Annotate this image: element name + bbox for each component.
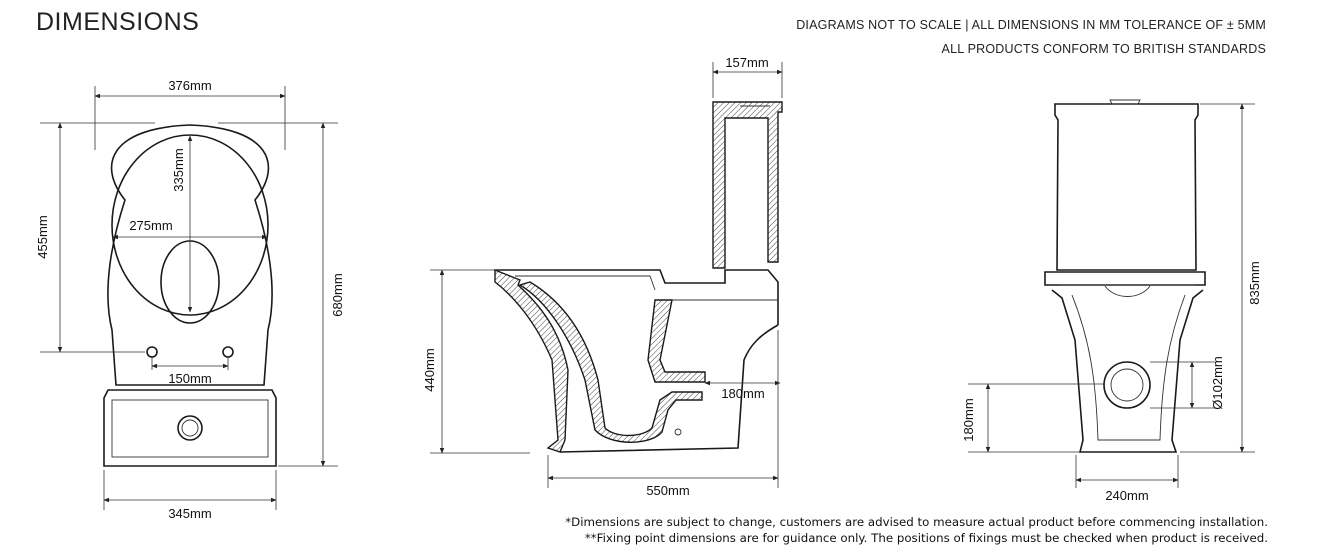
dim-outlet-height-front: 180mm — [961, 398, 976, 441]
dim-overall-length: 680mm — [330, 273, 345, 316]
fixing-hole-right — [222, 346, 234, 358]
front-view-cistern — [1054, 103, 1199, 271]
dim-fixing-centres: 150mm — [168, 371, 211, 386]
dim-front-base-width: 240mm — [1105, 488, 1148, 503]
footnote-fixings: **Fixing point dimensions are for guidan… — [584, 531, 1268, 545]
footnote-dimensions: *Dimensions are subject to change, custo… — [565, 515, 1268, 529]
side-view-pan-wall — [494, 268, 569, 453]
dim-outlet-diameter: Ø102mm — [1210, 356, 1225, 409]
flush-button — [177, 415, 203, 441]
tolerance-note: DIAGRAMS NOT TO SCALE | ALL DIMENSIONS I… — [796, 18, 1266, 32]
dim-overall-width: 376mm — [168, 78, 211, 93]
dim-seat-height: 440mm — [422, 348, 437, 391]
dim-overall-depth: 550mm — [646, 483, 689, 498]
dim-outlet-height-side: 180mm — [721, 386, 764, 401]
side-view: 157mm 440mm 180mm 550mm — [422, 55, 783, 498]
front-view: 835mm Ø102mm 180mm 240mm — [961, 99, 1262, 503]
side-view-cistern — [712, 101, 783, 269]
dim-inner-height: 335mm — [171, 148, 186, 191]
fixing-hole-left — [146, 346, 158, 358]
top-view-inner-opening — [111, 134, 269, 316]
front-view-pedestal — [1051, 289, 1204, 453]
dim-inner-width: 275mm — [129, 218, 172, 233]
top-view: 376mm 335mm 275mm 455mm 680mm 150mm 345m… — [35, 78, 345, 521]
top-view-cistern — [103, 389, 277, 467]
dim-cistern-depth: 157mm — [725, 55, 768, 70]
side-view-rim — [495, 269, 779, 325]
page-title: DIMENSIONS — [36, 8, 200, 36]
dim-bowl-length: 455mm — [35, 215, 50, 258]
top-view-outer-outline — [107, 124, 273, 386]
standards-note: ALL PRODUCTS CONFORM TO BRITISH STANDARD… — [941, 42, 1266, 56]
dim-overall-height: 835mm — [1247, 261, 1262, 304]
front-view-outlet — [1103, 361, 1151, 409]
side-view-trapway — [518, 281, 703, 443]
dim-base-width: 345mm — [168, 506, 211, 521]
